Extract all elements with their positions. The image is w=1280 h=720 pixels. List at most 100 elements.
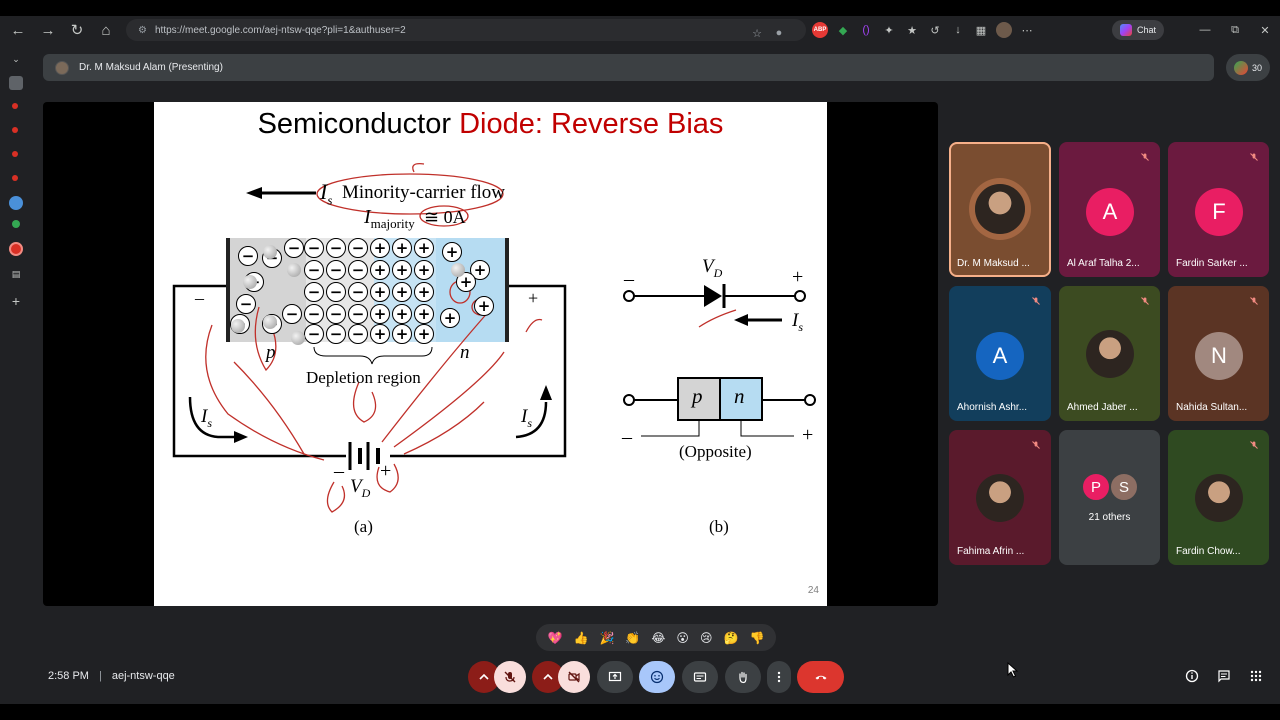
right-current-arrowhead	[540, 385, 552, 400]
puzzle-extensions-icon[interactable]: ✦	[884, 24, 894, 37]
microphone-off-icon	[1250, 441, 1258, 449]
restore-icon[interactable]: ⧉	[1231, 23, 1239, 36]
participant-photo	[1086, 330, 1134, 378]
diode-minus-label: –	[624, 268, 634, 290]
copilot-chat-button[interactable]: Chat	[1112, 20, 1165, 40]
minimize-icon[interactable]: —	[1199, 24, 1211, 36]
opposite-leader-left	[641, 420, 700, 437]
participant-count-button[interactable]: 30	[1226, 54, 1270, 81]
block-minus-label: –	[622, 426, 632, 448]
participant-name: Fardin Sarker ...	[1176, 258, 1248, 269]
acceptor-ion: −	[304, 304, 324, 324]
acceptor-ion: −	[348, 238, 368, 258]
activities-button[interactable]	[1248, 668, 1264, 684]
right-contact	[505, 238, 509, 342]
new-tab-icon[interactable]: +	[11, 293, 21, 309]
meeting-details-button[interactable]	[1184, 668, 1200, 684]
site-info-icon[interactable]: ⚙	[138, 24, 147, 36]
screenshot-icon[interactable]: ▦	[975, 24, 987, 37]
participant-avatar: A	[976, 332, 1024, 380]
participant-name: Al Araf Talha 2...	[1067, 258, 1140, 269]
participant-name: Fardin Chow...	[1176, 546, 1241, 557]
participant-tile[interactable]: Fardin Chow...	[1168, 430, 1269, 565]
address-bar[interactable]: ⚙ https://meet.google.com/aej-ntsw-qqe?p…	[126, 19, 806, 41]
chat-button[interactable]	[1216, 668, 1232, 684]
history-icon[interactable]: ↺	[930, 24, 940, 37]
participant-name: Ahornish Ashr...	[957, 402, 1028, 413]
app-tab-icon[interactable]	[12, 220, 20, 228]
youtube-tab-icon[interactable]	[12, 103, 18, 109]
people-icon	[1233, 60, 1248, 75]
forward-arrow-icon[interactable]: →	[40, 21, 56, 39]
youtube-tab-icon[interactable]	[12, 175, 18, 181]
block-terminal-left	[623, 394, 635, 406]
left-current-arrowhead	[234, 431, 248, 443]
app-tab-icon[interactable]	[9, 196, 23, 210]
chat-label: Chat	[1137, 25, 1157, 35]
close-icon[interactable]: ✕	[1260, 24, 1270, 37]
present-screen-button[interactable]	[597, 661, 633, 693]
leave-call-button[interactable]	[797, 661, 844, 693]
muted-indicator	[1247, 438, 1261, 452]
back-arrow-icon[interactable]: ←	[10, 21, 26, 39]
favorites-icon[interactable]: ★	[907, 24, 917, 37]
participant-tile[interactable]: A Ahornish Ashr...	[949, 286, 1051, 421]
participant-avatar: F	[1195, 188, 1243, 236]
camera-toggle-button[interactable]	[558, 661, 590, 693]
youtube-tab-icon[interactable]	[12, 127, 18, 133]
acceptor-ion: −	[304, 260, 324, 280]
participant-tile[interactable]: Dr. M Maksud ...	[949, 142, 1051, 277]
home-icon[interactable]: ⌂	[101, 21, 111, 39]
reaction-sparkling-heart[interactable]: 💖	[547, 630, 563, 645]
more-menu-icon[interactable]: ⋯	[1021, 24, 1033, 37]
donor-ion: +	[370, 282, 390, 302]
youtube-tab-icon[interactable]	[12, 151, 18, 157]
microphone-toggle-button[interactable]	[494, 661, 526, 693]
participant-name: Fahima Afrin ...	[957, 546, 1025, 557]
emoji-reactions-button[interactable]	[639, 661, 675, 693]
tab-icon[interactable]: ▤	[11, 268, 21, 279]
downloads-icon[interactable]: ↓	[955, 24, 961, 36]
more-options-button[interactable]	[767, 661, 791, 693]
reaction-sad[interactable]: 😢	[699, 630, 713, 645]
reaction-thinking[interactable]: 🤔	[723, 630, 739, 645]
participant-tile[interactable]: Fahima Afrin ...	[949, 430, 1051, 565]
reaction-thumbs-down[interactable]: 👎	[749, 630, 765, 645]
reaction-laughing[interactable]: 😂	[651, 630, 666, 645]
more-vertical-icon	[777, 671, 781, 683]
depletion-brace	[313, 346, 433, 365]
participant-tile[interactable]: F Fardin Sarker ...	[1168, 142, 1269, 277]
info-icon	[1185, 669, 1199, 683]
microphone-icon[interactable]: ●	[775, 27, 783, 39]
participant-photo	[976, 474, 1024, 522]
block-terminal-right	[804, 394, 816, 406]
participant-tile[interactable]: Ahmed Jaber ...	[1059, 286, 1160, 421]
reload-icon[interactable]: ↻	[70, 22, 84, 39]
star-icon[interactable]: ☆	[752, 27, 762, 40]
presenter-bar[interactable]: Dr. M Maksud Alam (Presenting)	[43, 54, 1214, 81]
captions-button[interactable]	[682, 661, 718, 693]
reaction-clapping[interactable]: 👏	[625, 630, 641, 645]
reaction-party-popper[interactable]: 🎉	[599, 630, 615, 645]
reaction-thumbs-up[interactable]: 👍	[573, 630, 589, 645]
adblock-extension-icon[interactable]: ABP	[812, 22, 828, 38]
meeting-code: aej-ntsw-qqe	[111, 670, 175, 682]
hand-icon	[739, 671, 747, 684]
meeting-time: 2:58 PM	[48, 670, 89, 682]
chevron-down-icon[interactable]: ⌄	[12, 53, 20, 64]
profile-avatar[interactable]	[996, 22, 1012, 38]
reaction-surprised[interactable]: 😮	[676, 630, 689, 645]
tab-icon[interactable]	[9, 76, 23, 90]
shield-extension-icon[interactable]: ◆	[838, 24, 848, 37]
window-controls: — ⧉ ✕	[1190, 16, 1280, 44]
participant-photo	[975, 184, 1025, 234]
muted-indicator	[1029, 294, 1043, 308]
raise-hand-button[interactable]	[725, 661, 761, 693]
code-extension-icon[interactable]: ()	[862, 24, 870, 36]
meet-tab-icon[interactable]	[9, 242, 23, 256]
donor-ion: +	[392, 324, 412, 344]
left-contact	[226, 238, 230, 342]
